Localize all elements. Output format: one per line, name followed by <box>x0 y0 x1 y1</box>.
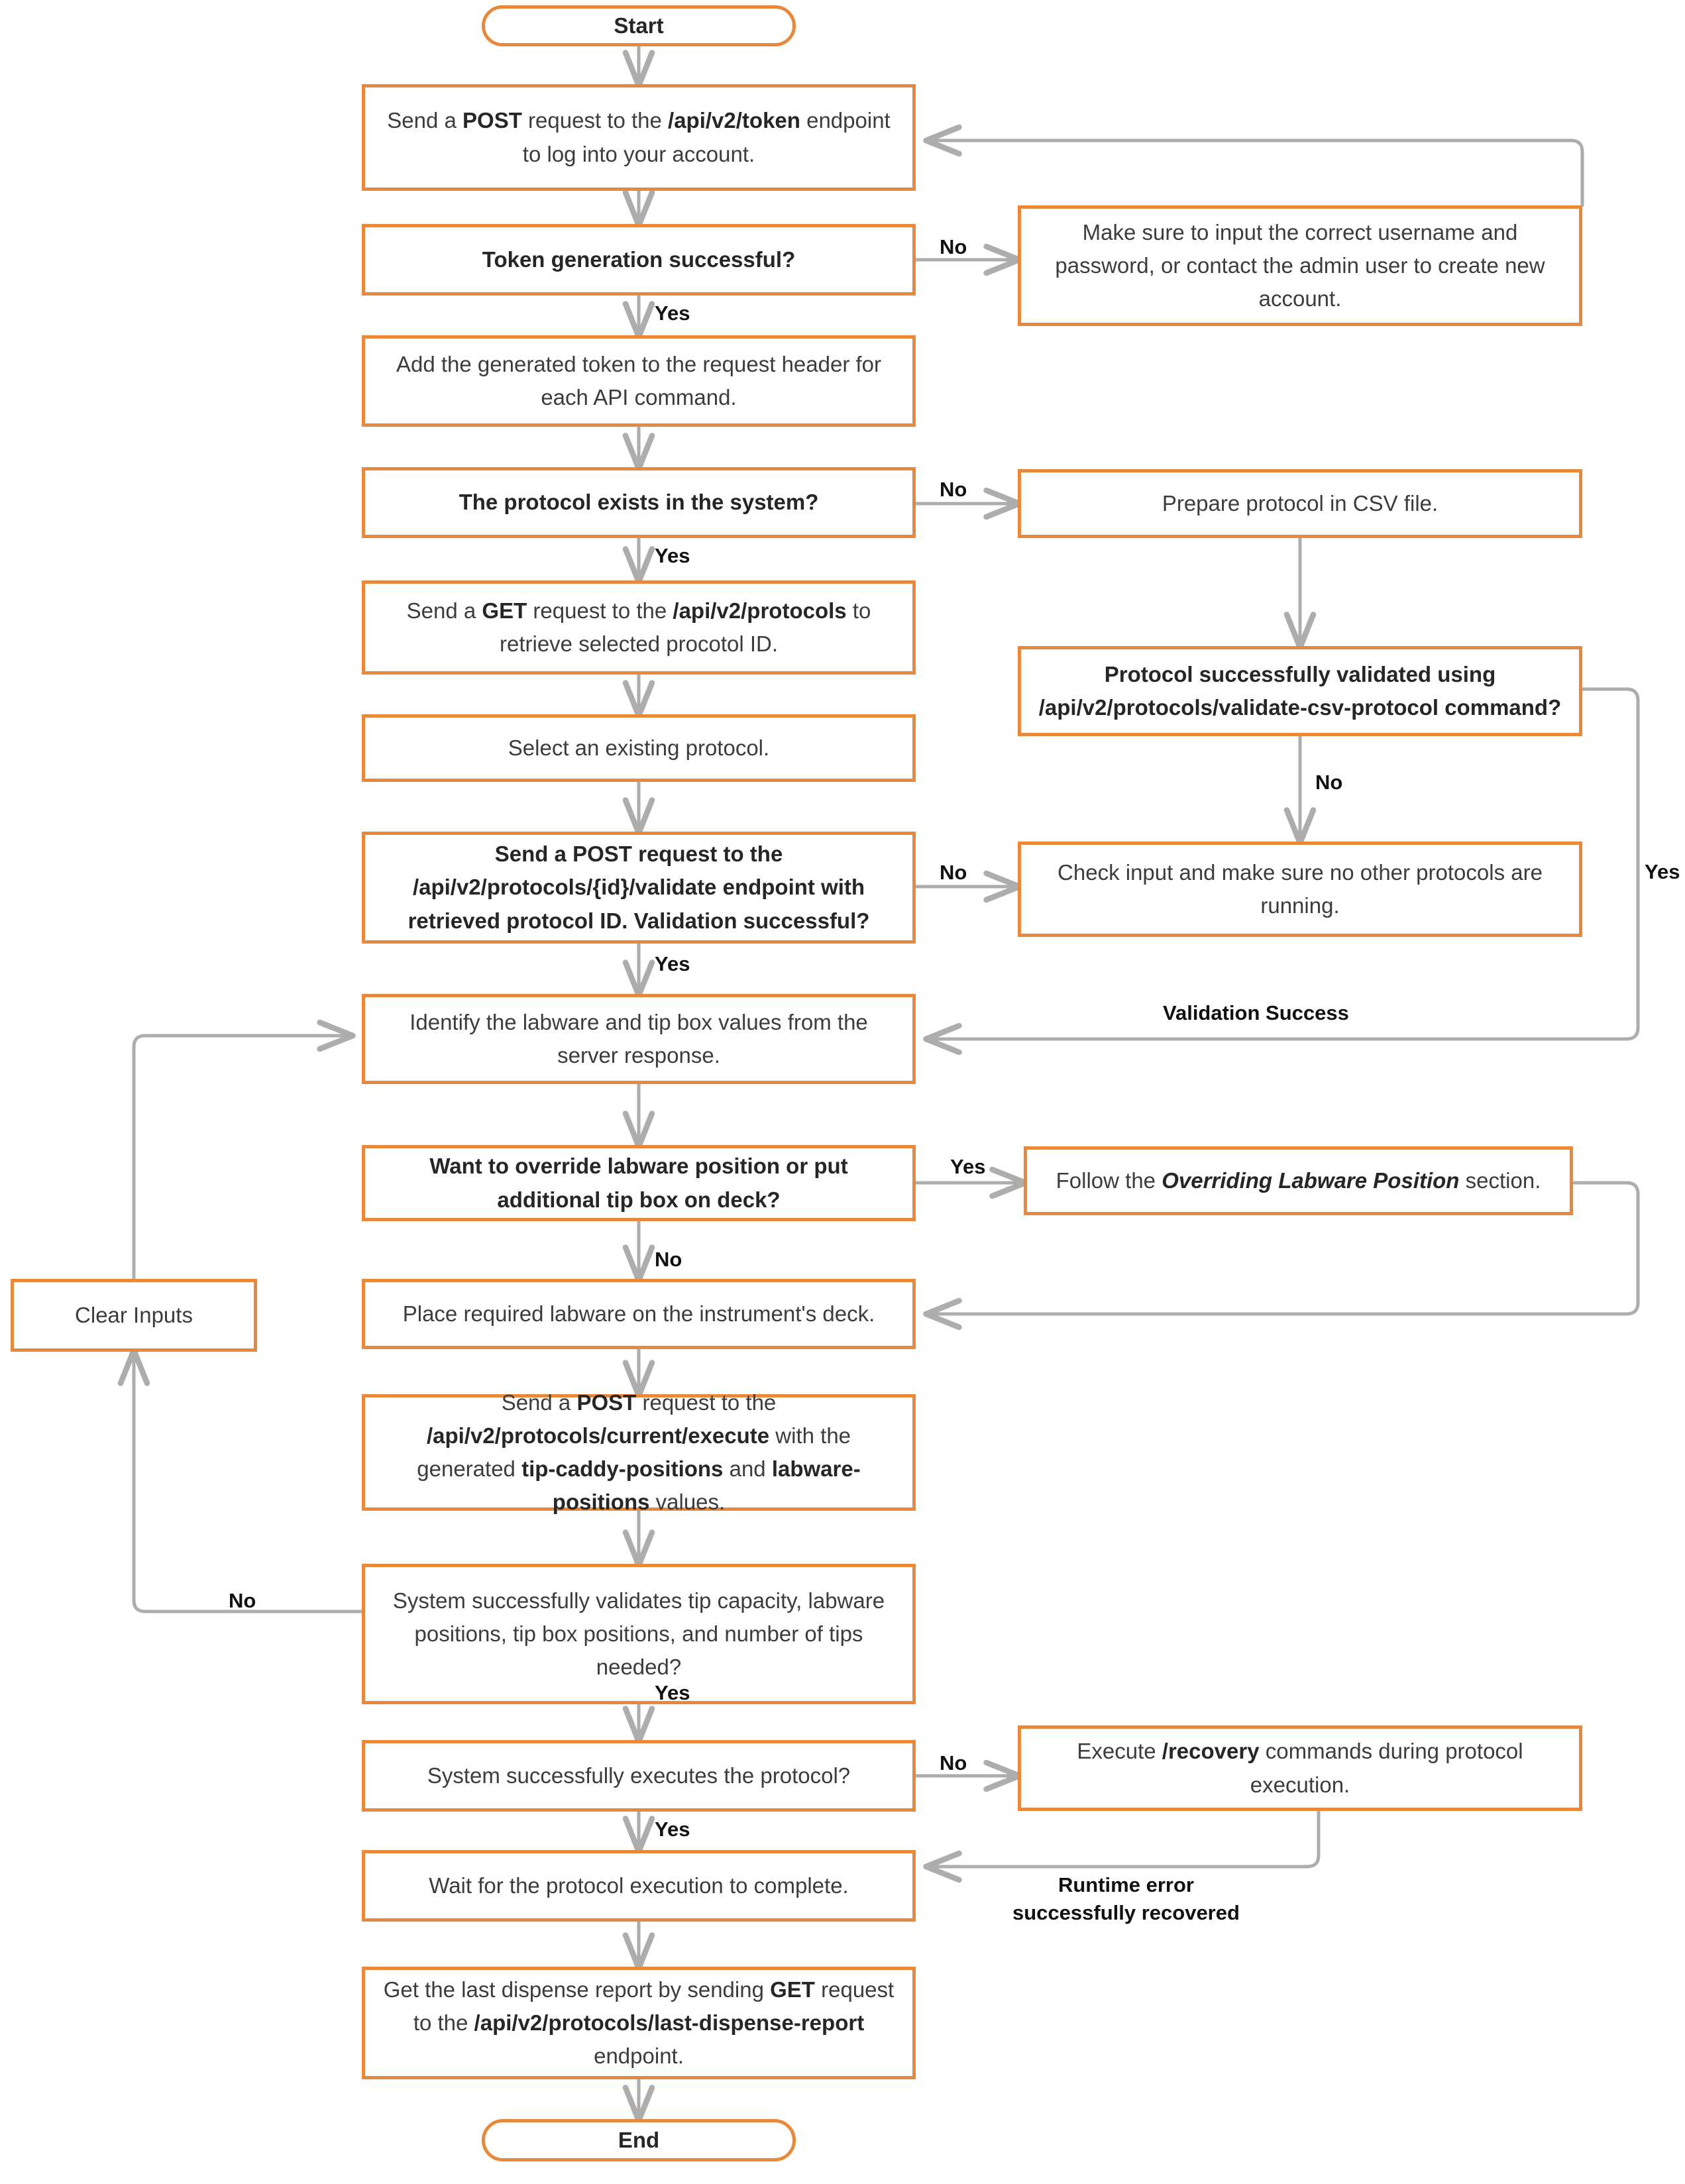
node-post-validate[interactable]: Send a POST request to the /api/v2/proto… <box>362 832 916 944</box>
node-start-label: Start <box>614 13 664 38</box>
node-protocol-exists[interactable]: The protocol exists in the system? <box>362 467 916 538</box>
node-protocol-exists-label: The protocol exists in the system? <box>459 490 819 515</box>
node-clear-inputs-label: Clear Inputs <box>75 1302 193 1327</box>
node-token-fail-help-label: Make sure to input the correct username … <box>1055 219 1545 311</box>
node-post-token-label: Send a POST request to the /api/v2/token… <box>387 108 891 166</box>
edge-label-protocol-exists-no: No <box>940 478 967 501</box>
edge-label-override-no: No <box>655 1248 682 1271</box>
node-override-question-label: Want to override labware position or put… <box>429 1154 848 1212</box>
node-validate-csv-protocol[interactable]: Protocol successfully validated using /a… <box>1018 646 1582 736</box>
node-system-executes[interactable]: System successfully executes the protoco… <box>362 1740 916 1812</box>
node-post-execute-label: Send a POST request to the /api/v2/proto… <box>417 1390 861 1515</box>
edge-label-token-no: No <box>940 235 967 258</box>
node-check-input[interactable]: Check input and make sure no other proto… <box>1018 842 1582 937</box>
edge-token-help-return <box>923 124 1584 207</box>
node-system-validates[interactable]: System successfully validates tip capaci… <box>362 1564 916 1704</box>
node-execute-recovery-label: Execute /recovery commands during protoc… <box>1077 1739 1523 1797</box>
node-start[interactable]: Start <box>482 5 796 46</box>
edge-system-validates-no <box>117 1347 364 1613</box>
node-clear-inputs[interactable]: Clear Inputs <box>11 1279 257 1352</box>
node-follow-override-section[interactable]: Follow the Overriding Labware Position s… <box>1024 1146 1573 1215</box>
node-select-protocol-label: Select an existing protocol. <box>508 735 770 760</box>
edge-recovery-return <box>923 1809 1321 1883</box>
node-place-labware-label: Place required labware on the instrument… <box>402 1301 875 1326</box>
node-get-protocols[interactable]: Send a GET request to the /api/v2/protoc… <box>362 580 916 675</box>
node-post-token[interactable]: Send a POST request to the /api/v2/token… <box>362 84 916 191</box>
edge-label-runtime-recovered: Runtime error successfully recovered <box>1012 1873 1240 1924</box>
edge-label-validation-success: Validation Success <box>1163 1001 1349 1024</box>
node-post-validate-label: Send a POST request to the /api/v2/proto… <box>408 842 870 933</box>
node-add-token-header-label: Add the generated token to the request h… <box>396 351 882 410</box>
node-prepare-csv[interactable]: Prepare protocol in CSV file. <box>1018 469 1582 538</box>
node-place-labware[interactable]: Place required labware on the instrument… <box>362 1279 916 1349</box>
node-token-failure-help[interactable]: Make sure to input the correct username … <box>1018 205 1582 326</box>
node-post-execute[interactable]: Send a POST request to the /api/v2/proto… <box>362 1390 916 1514</box>
node-validate-csv-label: Protocol successfully validated using /a… <box>1038 661 1562 720</box>
edge-label-token-yes: Yes <box>655 301 690 325</box>
edge-label-protocol-exists-yes: Yes <box>655 544 690 567</box>
node-add-token-header[interactable]: Add the generated token to the request h… <box>362 335 916 427</box>
edge-label-system-executes-yes: Yes <box>655 1818 690 1841</box>
edge-label-system-validates-no: No <box>229 1589 256 1612</box>
node-end[interactable]: End <box>482 2119 796 2161</box>
node-wait-complete[interactable]: Wait for the protocol execution to compl… <box>362 1850 916 1922</box>
node-system-executes-label: System successfully executes the protoco… <box>427 1763 851 1788</box>
node-system-validates-label: System successfully validates tip capaci… <box>392 1588 885 1680</box>
edge-label-post-validate-yes: Yes <box>655 952 690 975</box>
node-execute-recovery[interactable]: Execute /recovery commands during protoc… <box>1018 1725 1582 1811</box>
node-identify-labware[interactable]: Identify the labware and tip box values … <box>362 994 916 1084</box>
node-follow-override-label: Follow the Overriding Labware Position s… <box>1056 1168 1541 1193</box>
edge-label-validate-csv-no: No <box>1315 771 1343 794</box>
edge-label-system-executes-no: No <box>940 1751 967 1774</box>
node-check-input-label: Check input and make sure no other proto… <box>1058 859 1543 918</box>
node-identify-labware-label: Identify the labware and tip box values … <box>409 1009 868 1067</box>
node-wait-complete-label: Wait for the protocol execution to compl… <box>429 1873 849 1898</box>
node-override-labware-question[interactable]: Want to override labware position or put… <box>362 1145 916 1221</box>
node-select-existing-protocol[interactable]: Select an existing protocol. <box>362 714 916 782</box>
edge-label-post-validate-no: No <box>940 861 967 884</box>
edge-label-override-yes: Yes <box>950 1155 986 1178</box>
node-prepare-csv-label: Prepare protocol in CSV file. <box>1162 490 1439 516</box>
edge-label-system-validates-yes: Yes <box>655 1681 690 1704</box>
edge-label-validate-csv-yes: Yes <box>1645 860 1680 883</box>
node-token-ok-label: Token generation successful? <box>482 246 796 272</box>
node-last-dispense-report[interactable]: Get the last dispense report by sending … <box>362 1967 916 2079</box>
node-token-generation-successful[interactable]: Token generation successful? <box>362 224 916 296</box>
node-last-dispense-label: Get the last dispense report by sending … <box>383 1977 895 2069</box>
edge-clear-inputs-return <box>132 1019 356 1281</box>
node-get-protocols-label: Send a GET request to the /api/v2/protoc… <box>406 598 871 656</box>
node-end-label: End <box>618 2127 660 2152</box>
